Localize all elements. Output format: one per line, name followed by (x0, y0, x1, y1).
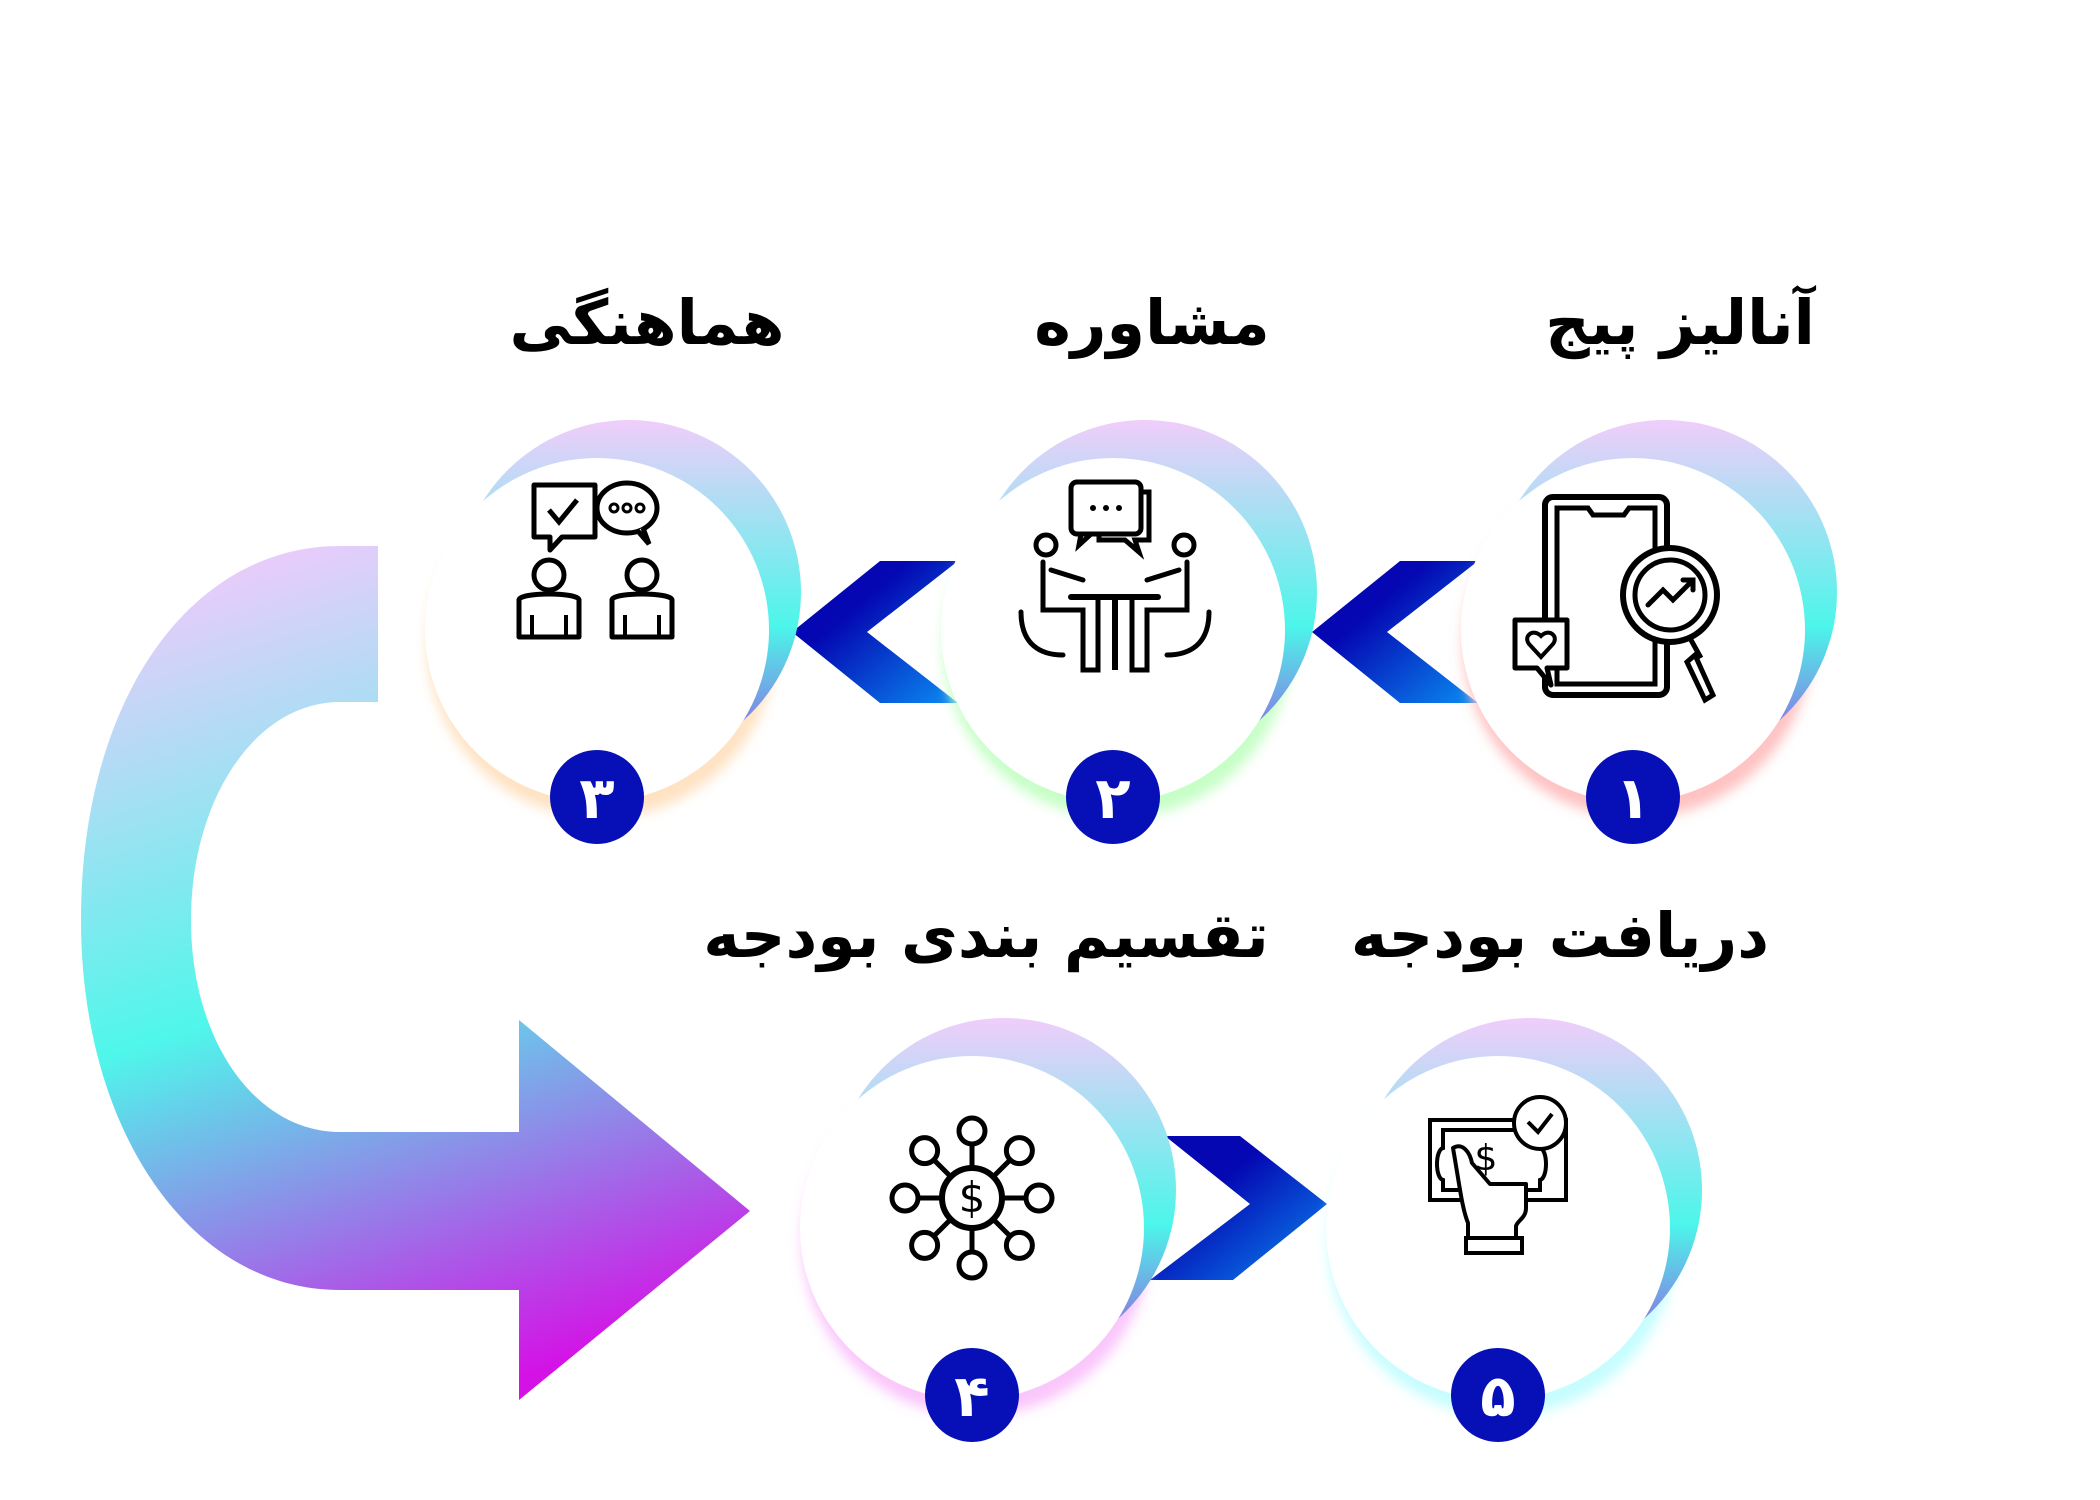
meeting-table-icon (1018, 479, 1212, 673)
return-arrow (81, 546, 750, 1400)
phone-analytics-icon (1512, 494, 1720, 704)
step-4: $۴ (800, 1018, 1176, 1442)
svg-text:$: $ (959, 1173, 986, 1222)
money-network-icon: $ (889, 1115, 1055, 1281)
step-title-3: هماهنگی (509, 286, 785, 359)
people-chat-icon (516, 480, 675, 640)
step-number: ۳ (579, 764, 614, 832)
svg-text:$: $ (1475, 1138, 1498, 1179)
step-number: ۱ (1615, 764, 1650, 832)
receive-cash-icon: $ (1428, 1095, 1568, 1255)
step-title-1: آنالیز پیج (1545, 286, 1815, 359)
step-number: ۵ (1480, 1362, 1515, 1430)
step-number: ۴ (954, 1362, 989, 1430)
step-number-badge (925, 1348, 1019, 1442)
step-5: $۵ (1326, 1018, 1702, 1442)
step-circle (425, 458, 769, 802)
step-title-5: دریافت بودجه (1350, 899, 1770, 972)
step-title-4: تقسیم بندی بودجه (703, 899, 1269, 972)
step-number-badge (550, 750, 644, 844)
chevron-right-icon (1150, 1136, 1327, 1280)
chevron-left-icon (1312, 561, 1478, 703)
step-number: ۲ (1095, 764, 1130, 832)
step-number-badge (1066, 750, 1160, 844)
step-2: ۲ (941, 420, 1317, 844)
step-number-badge (1451, 1348, 1545, 1442)
step-1: ۱ (1461, 420, 1837, 844)
chevron-left-icon (792, 561, 958, 703)
step-title-2: مشاوره (1034, 286, 1270, 359)
step-number-badge (1586, 750, 1680, 844)
step-3: ۳ (425, 420, 801, 844)
